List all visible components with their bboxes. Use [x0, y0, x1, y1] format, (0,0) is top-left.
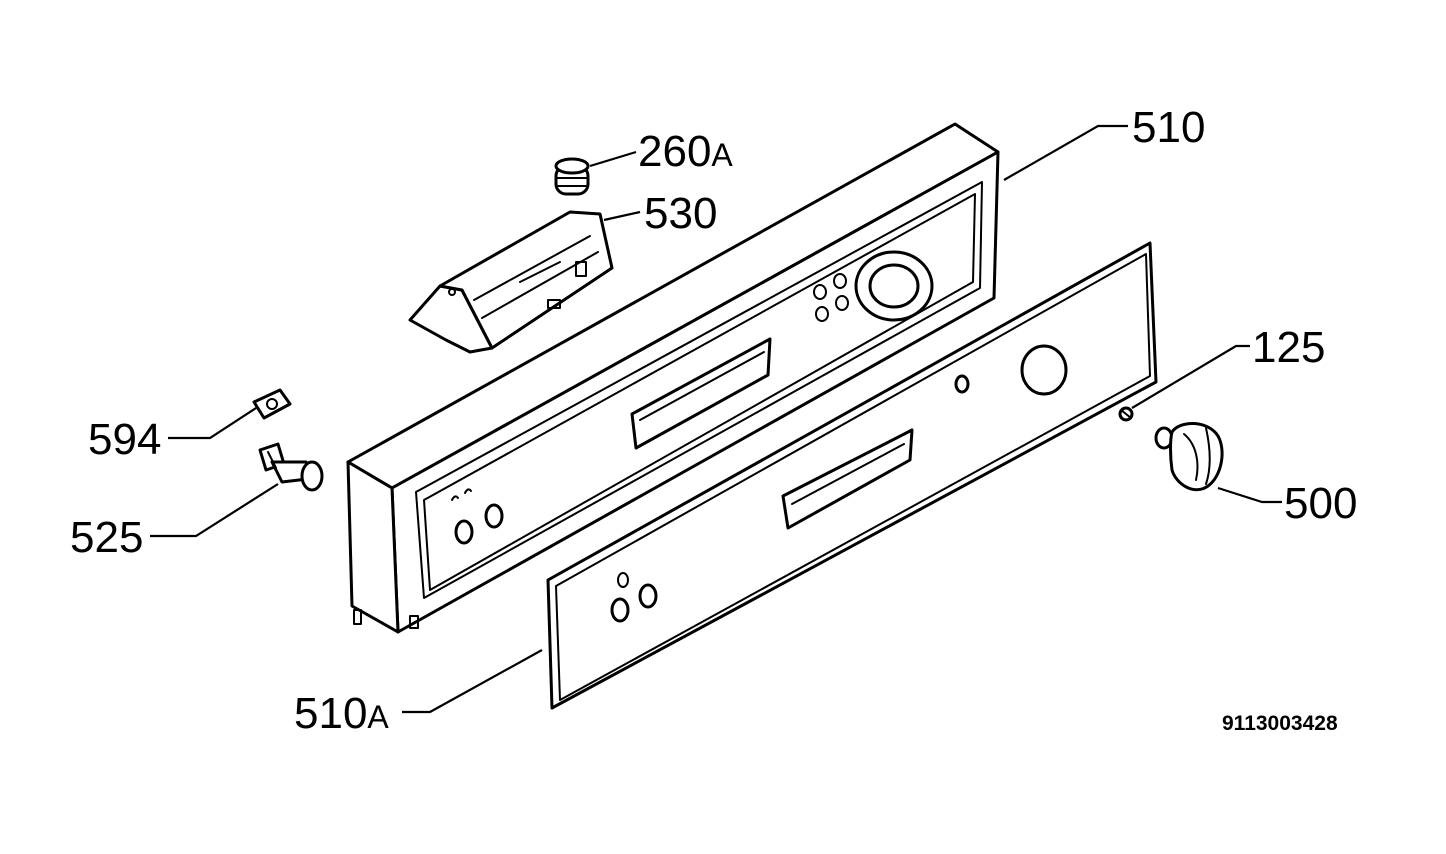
callout-510A: 510A [294, 689, 389, 738]
leader-510 [1003, 124, 1128, 181]
leader-125 [1131, 344, 1250, 409]
leader-510A [402, 649, 543, 714]
leader-594 [168, 407, 257, 440]
callout-labels: 260A 530 510 125 594 525 500 510A [70, 103, 1357, 738]
callout-500: 500 [1284, 479, 1357, 528]
leader-525 [150, 483, 279, 538]
callout-125: 125 [1252, 323, 1325, 372]
part-125-screw [1118, 406, 1134, 422]
leader-lines [150, 124, 1282, 714]
callout-594: 594 [88, 415, 161, 464]
part-530-bracket [408, 210, 614, 354]
callout-510: 510 [1132, 103, 1205, 152]
part-525-push-button [258, 442, 324, 492]
part-510A-front-fascia [546, 241, 1158, 710]
document-number: 9113003428 [1222, 712, 1338, 735]
leader-530 [603, 210, 641, 222]
part-260A-spacer [554, 157, 590, 196]
callout-525: 525 [70, 513, 143, 562]
callout-260A: 260A [638, 127, 733, 176]
callout-530: 530 [644, 189, 717, 238]
part-510-control-panel-housing [346, 122, 1000, 634]
part-500-knob [1154, 422, 1224, 492]
part-594-clip [252, 388, 292, 420]
leader-500 [1217, 486, 1282, 504]
leader-260A [589, 150, 637, 168]
